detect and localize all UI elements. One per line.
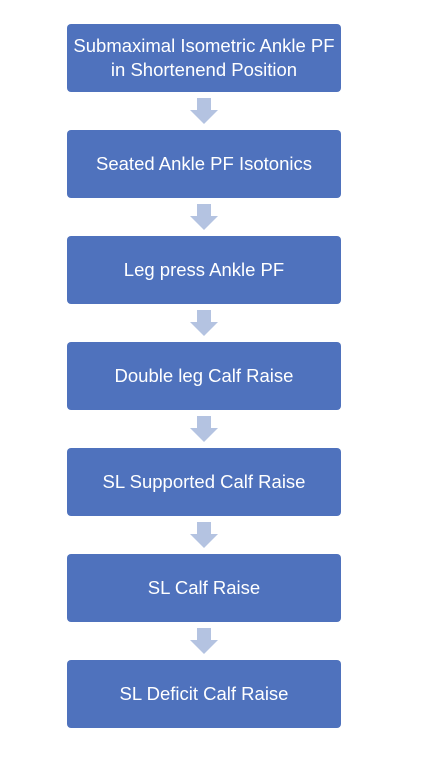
step-box-1: Submaximal Isometric Ankle PF in Shorten… <box>67 24 341 92</box>
step-box-6: SL Calf Raise <box>67 554 341 622</box>
down-arrow-icon <box>190 416 218 442</box>
step-box-4: Double leg Calf Raise <box>67 342 341 410</box>
down-arrow-icon <box>190 522 218 548</box>
down-arrow-icon <box>190 204 218 230</box>
step-box-7: SL Deficit Calf Raise <box>67 660 341 728</box>
down-arrow-icon <box>190 98 218 124</box>
down-arrow-icon <box>190 628 218 654</box>
step-box-2: Seated Ankle PF Isotonics <box>67 130 341 198</box>
step-box-5: SL Supported Calf Raise <box>67 448 341 516</box>
down-arrow-icon <box>190 310 218 336</box>
step-box-3: Leg press Ankle PF <box>67 236 341 304</box>
